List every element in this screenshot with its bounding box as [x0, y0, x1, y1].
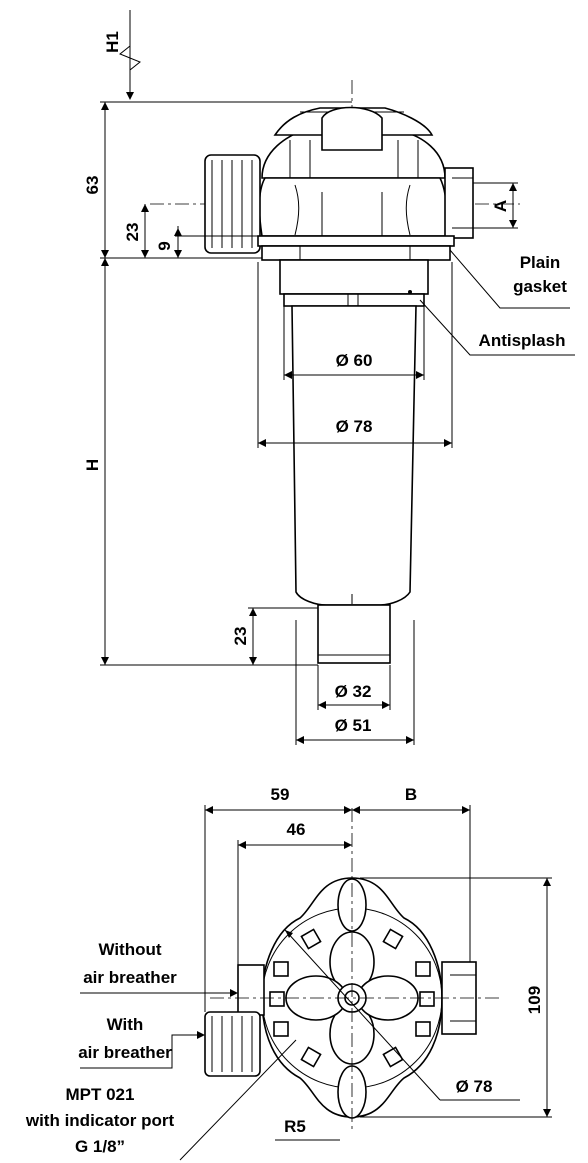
plan-view: 59 B 46 109 [25, 785, 552, 1161]
label-9: 9 [155, 241, 174, 250]
label-dia78: Ø 78 [336, 417, 373, 436]
dim-63: 63 [83, 102, 262, 259]
label-without-2: air breather [83, 968, 177, 987]
label-dia51: Ø 51 [335, 716, 372, 735]
label-h: H [83, 459, 102, 471]
callout-plain-gasket: Plain gasket [449, 249, 570, 309]
dim-h1: H1 [100, 10, 352, 103]
dim-b: B [352, 785, 471, 962]
label-with-2: air breather [78, 1043, 172, 1062]
callout-with-breather: With air breather [78, 1015, 205, 1069]
port-left [237, 964, 265, 1016]
label-23-top: 23 [123, 223, 142, 242]
label-59: 59 [271, 785, 290, 804]
label-plain-gasket-1: Plain [520, 253, 561, 272]
label-h1: H1 [103, 31, 122, 53]
label-r5: R5 [284, 1117, 306, 1136]
label-plain-gasket-2: gasket [513, 277, 567, 296]
label-dia32: Ø 32 [335, 682, 372, 701]
callout-mpt: MPT 021 with indicator port G 1/8” [25, 1085, 175, 1156]
dim-a: A [473, 182, 518, 229]
label-46: 46 [287, 820, 306, 839]
label-without-1: Without [98, 940, 161, 959]
label-antisplash: Antisplash [479, 331, 566, 350]
dim-23-top: 23 [123, 204, 149, 258]
dim-dia78-plan: Ø 78 [284, 929, 520, 1101]
label-23-bottom: 23 [231, 627, 250, 646]
callout-r5: R5 [179, 1039, 340, 1161]
dim-46: 46 [237, 820, 352, 965]
dim-109: 109 [360, 877, 552, 1118]
ribs [269, 928, 435, 1068]
dim-h: H [83, 258, 318, 666]
label-mpt-2: with indicator port [25, 1111, 175, 1130]
dim-23-bottom: 23 [231, 607, 318, 745]
callout-antisplash: Antisplash [419, 299, 575, 356]
label-63: 63 [83, 176, 102, 195]
filter-cap [204, 106, 474, 261]
side-view: H1 63 23 9 [83, 10, 575, 745]
label-mpt-3: G 1/8” [75, 1137, 125, 1156]
callout-without-breather: Without air breather [80, 940, 238, 997]
label-a: A [491, 200, 510, 212]
dim-9: 9 [155, 226, 258, 258]
label-b: B [405, 785, 417, 804]
filter-bowl [279, 259, 429, 664]
label-dia78-plan: Ø 78 [456, 1077, 493, 1096]
label-mpt-1: MPT 021 [66, 1085, 135, 1104]
label-dia60: Ø 60 [336, 351, 373, 370]
label-with-1: With [107, 1015, 144, 1034]
dim-dia51: Ø 51 [296, 620, 415, 745]
dim-dia32: Ø 32 [317, 665, 391, 710]
dim-59: 59 [204, 785, 352, 1012]
label-109: 109 [525, 986, 544, 1014]
dim-dia60: Ø 60 [283, 306, 425, 380]
dim-dia78: Ø 78 [257, 262, 453, 448]
